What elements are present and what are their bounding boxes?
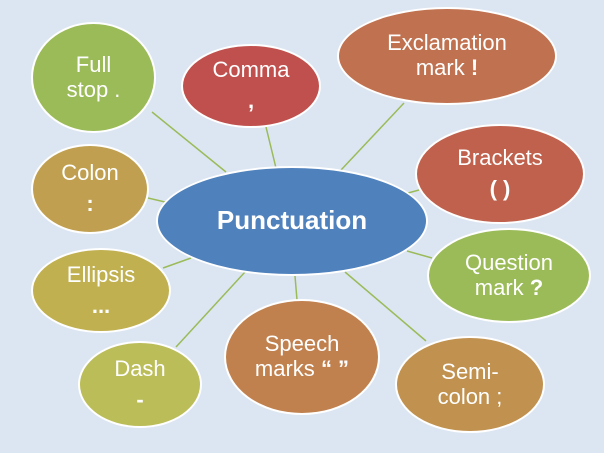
node-label-line2: stop . [66,76,121,102]
node-symbol: - [136,386,144,412]
node-ellipsis: Ellipsis... [31,248,171,333]
node-symbol: : [86,191,94,216]
node-label-line1: Semi- [441,358,499,384]
connector-dash [175,271,246,348]
node-label-row: marks “ ” [254,356,350,382]
node-label-line1: Brackets [457,145,543,171]
connector-question-mark [406,250,433,259]
connector-brackets [407,189,420,194]
node-label-line2: mark [474,274,524,300]
node-dash: Dash - [78,341,202,428]
node-symbol: “ ” [320,356,350,381]
central-node-punctuation: Punctuation [156,166,428,276]
connector-exclamation-mark [340,102,405,171]
node-symbol: ? [529,274,544,300]
connector-colon [147,197,166,203]
node-label-line1: Speech [264,331,340,357]
node-comma: Comma, [181,44,321,128]
node-label-line1: Ellipsis [66,261,136,287]
node-label-line1: Dash [114,355,166,381]
node-semi-colon: Semi-colon ; [395,336,545,433]
connector-comma [265,126,277,169]
node-label-line2: marks [254,356,315,381]
connector-semi-colon [344,271,427,342]
node-label-line2: colon ; [437,383,503,409]
connector-ellipsis [162,257,192,269]
node-symbol: ( ) [489,176,511,201]
node-label-line1: Exclamation [387,30,507,56]
node-brackets: Brackets ( ) [415,124,585,224]
node-label-line1: Colon [61,160,119,186]
node-label-row: mark ? [474,274,544,301]
connector-full-stop [151,111,227,173]
node-label-line1: Full [75,51,112,77]
central-node-label: Punctuation [216,205,368,236]
node-label-line1: Comma [212,57,290,83]
node-symbol: ! [470,55,479,80]
node-colon: Colon: [31,144,149,234]
node-label-line1: Question [464,249,554,275]
connector-speech-marks [294,275,298,301]
node-symbol: , [247,88,255,113]
node-symbol: ... [91,292,111,318]
node-label-row: mark ! [415,55,479,81]
node-label-line2: mark [415,55,465,80]
